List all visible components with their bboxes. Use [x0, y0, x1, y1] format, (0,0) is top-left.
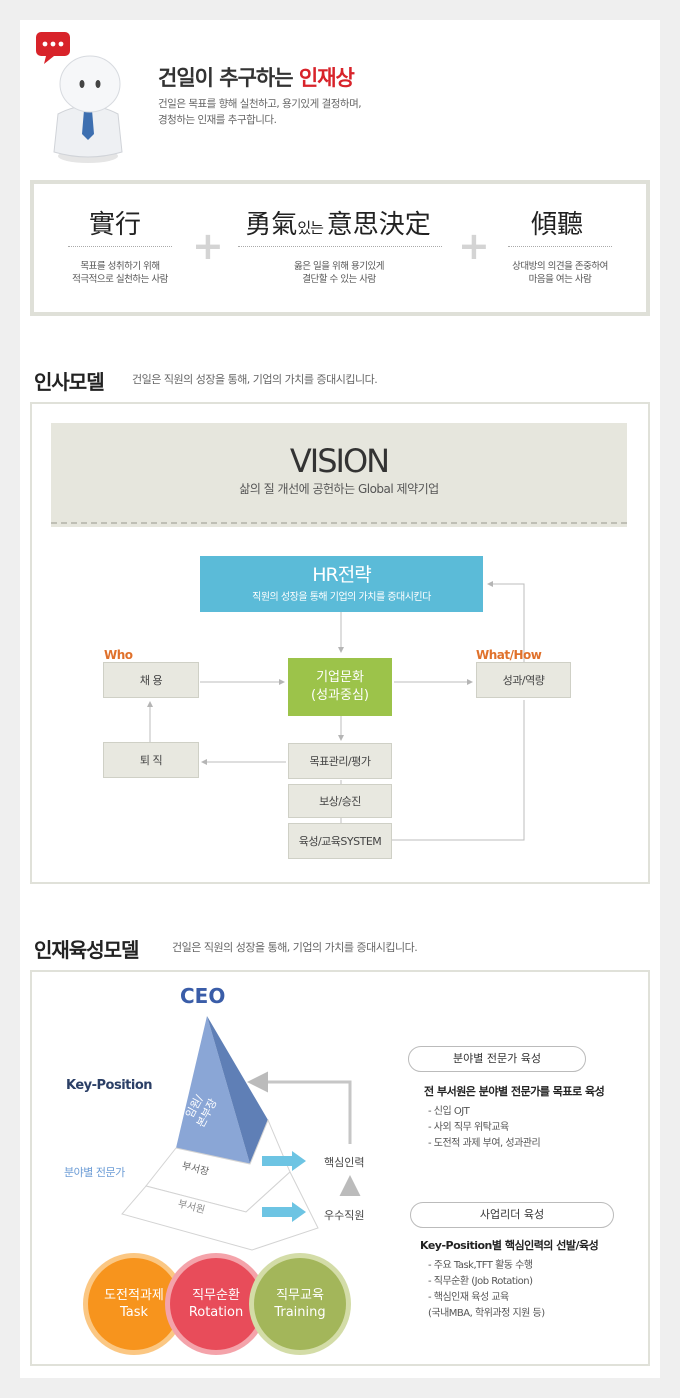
- business-leader-item: - 주요 Task,TFT 활동 수행: [428, 1260, 533, 1271]
- field-expert-item: - 사외 직무 위탁교육: [428, 1122, 509, 1133]
- intro-title-main: 건일이 추구하는: [158, 66, 299, 90]
- business-leader-item: - 직무순환 (Job Rotation): [428, 1276, 533, 1287]
- business-leader-head: Key-Position별 핵심인력의 선발/육성: [420, 1239, 599, 1252]
- vision-title: VISION: [289, 442, 390, 480]
- field-expert-head: 전 부서원은 분야별 전문가를 목표로 육성: [424, 1085, 605, 1098]
- circle-task: 도전적과제 Task: [88, 1258, 180, 1350]
- goal-eval-box: 목표관리/평가: [288, 743, 392, 779]
- character-mascot-icon: [36, 32, 123, 163]
- hr-model-title: 인사모델: [34, 370, 105, 394]
- core-talent-label: 핵심인력: [324, 1156, 365, 1169]
- value-listening-desc: 상대방의 의견을 존중하여 마음을 여는 사람: [490, 260, 630, 286]
- business-leader-item: - 핵심인재 육성 교육: [428, 1292, 509, 1303]
- core-values-box: 實行 목표를 성취하기 위해 적극적으로 실천하는 사람 + 勇氣있는 意思決定…: [30, 180, 650, 316]
- value-courage-a: 勇氣: [245, 210, 298, 240]
- field-expert-item: - 신입 OJT: [428, 1106, 470, 1117]
- circle-training-en: Training: [274, 1305, 326, 1320]
- hr-model-box: [30, 402, 650, 884]
- who-label: Who: [104, 648, 133, 662]
- business-leader-block: Key-Position별 핵심인력의 선발/육성 - 주요 Task,TFT …: [420, 1238, 599, 1322]
- vision-banner: [51, 423, 627, 527]
- value-divider: [508, 246, 612, 247]
- hr-model-desc: 건일은 직원의 성장을 통해, 기업의 가치를 증대시킵니다.: [132, 373, 378, 386]
- value-courage-desc: 옳은 일을 위해 용기있게 결단할 수 있는 사람: [264, 260, 414, 286]
- hr-strategy-title: HR전략: [312, 564, 371, 586]
- key-position-label: Key-Position: [66, 1078, 153, 1093]
- reward-box: 보상/승진: [288, 784, 392, 818]
- field-expert-pill: 분야별 전문가 육성: [408, 1046, 586, 1072]
- good-staff-label: 우수직원: [324, 1209, 365, 1222]
- circle-training-kr: 직무교육: [276, 1288, 324, 1303]
- field-expert-block: 전 부서원은 분야별 전문가를 목표로 육성 - 신입 OJT - 사외 직무 …: [424, 1084, 605, 1152]
- culture-box: 기업문화 (성과중심): [288, 658, 392, 716]
- business-leader-item: (국내MBA, 학위과정 지원 등): [428, 1308, 545, 1319]
- circle-rotation-kr: 직무순환: [192, 1288, 240, 1303]
- talent-model-title: 인재육성모델: [34, 938, 139, 962]
- talent-model-desc: 건일은 직원의 성장을 통해, 기업의 가치를 증대시킵니다.: [172, 941, 418, 954]
- value-divider: [68, 246, 172, 247]
- value-execution-heading: 實行: [88, 210, 141, 240]
- hr-strategy-sub: 직원의 성장을 통해 기업의 가치를 증대시킨다: [252, 592, 431, 603]
- circle-task-en: Task: [119, 1305, 149, 1320]
- value-courage-line2: 결단할 수 있는 사람: [302, 274, 376, 285]
- hr-strategy-box: HR전략 직원의 성장을 통해 기업의 가치를 증대시킨다: [200, 556, 483, 612]
- culture-line1: 기업문화: [316, 670, 364, 685]
- value-courage-heading: 勇氣있는 意思決定: [230, 204, 446, 241]
- circle-rotation-en: Rotation: [188, 1305, 244, 1320]
- business-leader-pill: 사업리더 육성: [410, 1202, 614, 1228]
- field-expert-item: - 도전적 과제 부여, 성과관리: [428, 1138, 541, 1149]
- circle-training: 직무교육 Training: [254, 1258, 346, 1350]
- retire-box: 퇴 직: [103, 742, 199, 778]
- circle-rotation: 직무순환 Rotation: [170, 1258, 262, 1350]
- field-expert-label: 분야별 전문가: [64, 1166, 125, 1179]
- intro-description: 건일은 목표를 향해 실천하고, 용기있게 결정하며, 경청하는 인재를 추구합…: [158, 96, 418, 128]
- plus-icon: +: [458, 224, 490, 268]
- hire-box: 채 용: [103, 662, 199, 698]
- value-listening-heading: 傾聽: [530, 210, 583, 240]
- vision-dash-line: [51, 522, 627, 524]
- value-execution-line2: 적극적으로 실천하는 사람: [72, 274, 168, 285]
- intro-title-accent: 인재상: [298, 66, 355, 90]
- hr-flow-connectors: [147, 581, 525, 841]
- talent-pyramid-icon: [121, 1016, 361, 1251]
- value-courage-b: 意思決定: [326, 210, 431, 240]
- education-box: 육성/교육SYSTEM: [288, 823, 392, 859]
- talent-model-box: [30, 970, 650, 1366]
- value-listening-line2: 마음을 여는 사람: [528, 274, 592, 285]
- value-execution-desc: 목표를 성취하기 위해 적극적으로 실천하는 사람: [50, 260, 190, 286]
- value-execution-line1: 목표를 성취하기 위해: [80, 261, 160, 272]
- value-courage-line1: 옳은 일을 위해 용기있게: [294, 261, 384, 272]
- intro-title: 건일이 추구하는 인재상: [158, 62, 355, 92]
- performance-box: 성과/역량: [476, 662, 571, 698]
- vision-subtitle: 삶의 질 개선에 공헌하는 Global 제약기업: [239, 482, 439, 496]
- plus-icon: +: [192, 224, 224, 268]
- culture-line2: (성과중심): [311, 688, 369, 703]
- value-divider: [238, 246, 442, 247]
- ceo-label: CEO: [180, 984, 226, 1008]
- intro-desc-line1: 건일은 목표를 향해 실천하고, 용기있게 결정하며,: [158, 98, 362, 110]
- circle-task-kr: 도전적과제: [104, 1288, 164, 1303]
- value-courage-small: 있는: [297, 219, 327, 237]
- value-listening-line1: 상대방의 의견을 존중하여: [512, 261, 608, 272]
- whathow-label: What/How: [476, 648, 542, 662]
- intro-desc-line2: 경청하는 인재를 추구합니다.: [158, 114, 277, 126]
